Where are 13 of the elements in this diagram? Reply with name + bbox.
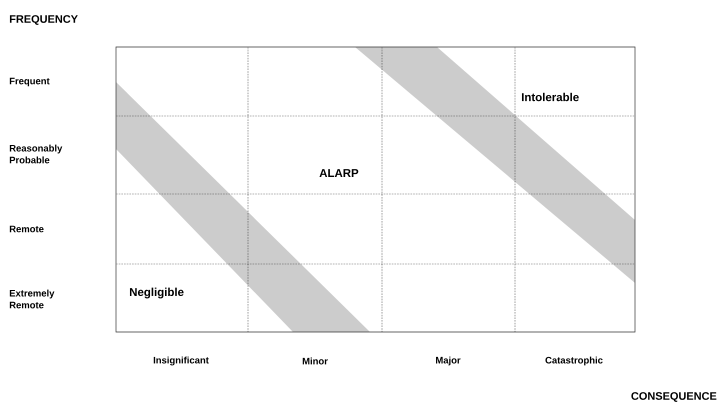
axis-label: Minor	[302, 358, 328, 364]
axis-label: Catastrophic	[545, 356, 603, 366]
axis-label: Remote	[10, 226, 44, 232]
axis-label: Frequent	[10, 78, 50, 86]
axis-label: Extremely Remote	[10, 290, 54, 308]
axis-label: Reasonably Probable	[10, 144, 62, 164]
axis-title: FREQUENCY	[10, 15, 78, 25]
axis-title: CONSEQUENCE	[631, 392, 716, 402]
region-label: Negligible	[130, 288, 184, 298]
axis-label: Major	[436, 356, 460, 366]
region-label: ALARP	[319, 169, 358, 177]
axis-label: Insignificant	[154, 356, 209, 366]
region-label: Intolerable	[522, 92, 579, 102]
